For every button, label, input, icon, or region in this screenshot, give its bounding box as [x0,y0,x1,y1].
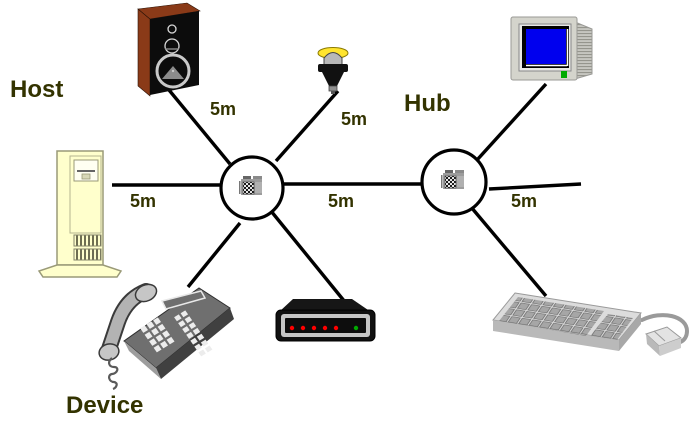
link-modem-hub1 [269,209,347,304]
hub-label: Hub [404,90,451,117]
modem-top [279,299,371,312]
phone-earpiece [134,283,158,303]
tower-computer-icon [37,150,123,278]
link-phone-hub1 [186,221,242,289]
phone-body-left [124,341,161,379]
keyboard-front [493,320,619,351]
link-length-label-speaker: 5m [210,99,236,119]
link-length-label-mic: 5m [341,109,367,129]
modem-led-power [353,325,359,331]
keyboard-end [619,313,641,351]
mic-collar [318,64,348,72]
tower-vent-2 [73,248,102,261]
keyboard-main-keys [499,297,604,336]
speaker-dustcap [171,69,175,73]
link-length-label-center: 5m [328,191,354,211]
speaker-top [137,2,201,20]
link-hub2-stub [488,182,582,191]
keyboard-numpad-keys [590,314,633,340]
mouse-side [659,338,681,356]
phone-cord [108,357,119,391]
modem-led-2 [300,325,306,331]
host-label: Host [10,76,63,103]
mic-plug [331,91,335,94]
tower-base [37,264,123,278]
phone-keypad-right [174,310,213,357]
monitor-side-vents [574,21,593,80]
modem-led-4 [322,325,328,331]
link-monitor-hub2 [475,82,548,162]
modem-led-3 [311,325,317,331]
modem-led-5 [333,325,339,331]
mic-body [322,72,344,86]
link-length-label-tower: 5m [130,191,156,211]
monitor-power-led [561,71,567,78]
modem-led-1 [289,325,295,331]
tower-panel [69,155,102,234]
tower-vent-1 [73,234,102,247]
link-mic-hub1 [274,89,340,163]
link-keyboard-hub2 [469,205,548,298]
tower-eject-button [81,173,91,180]
mouse-button-divider [653,330,666,342]
hub-device-icon [239,176,262,195]
link-speaker-hub1 [167,88,232,166]
phone-keypad-left [140,317,175,353]
monitor-screen [526,29,566,64]
link-lines [112,82,582,304]
speaker-icon [137,2,201,97]
mouse-front [646,334,660,356]
phone-display [160,290,207,310]
mic-base [328,85,338,92]
link-length-label-right: 5m [511,191,537,211]
modem-panel [285,318,366,333]
keyboard-mouse-icon [492,292,690,356]
speaker-cone [162,66,184,79]
speaker-midrange [164,38,180,54]
modem-icon [275,299,376,342]
microphone-icon [317,47,349,94]
telephone-icon [98,283,234,391]
speaker-side [137,8,151,97]
device-label: Device [66,392,143,419]
monitor-icon [510,16,593,81]
hub-device-icon [441,170,464,189]
speaker-tweeter [167,24,177,34]
